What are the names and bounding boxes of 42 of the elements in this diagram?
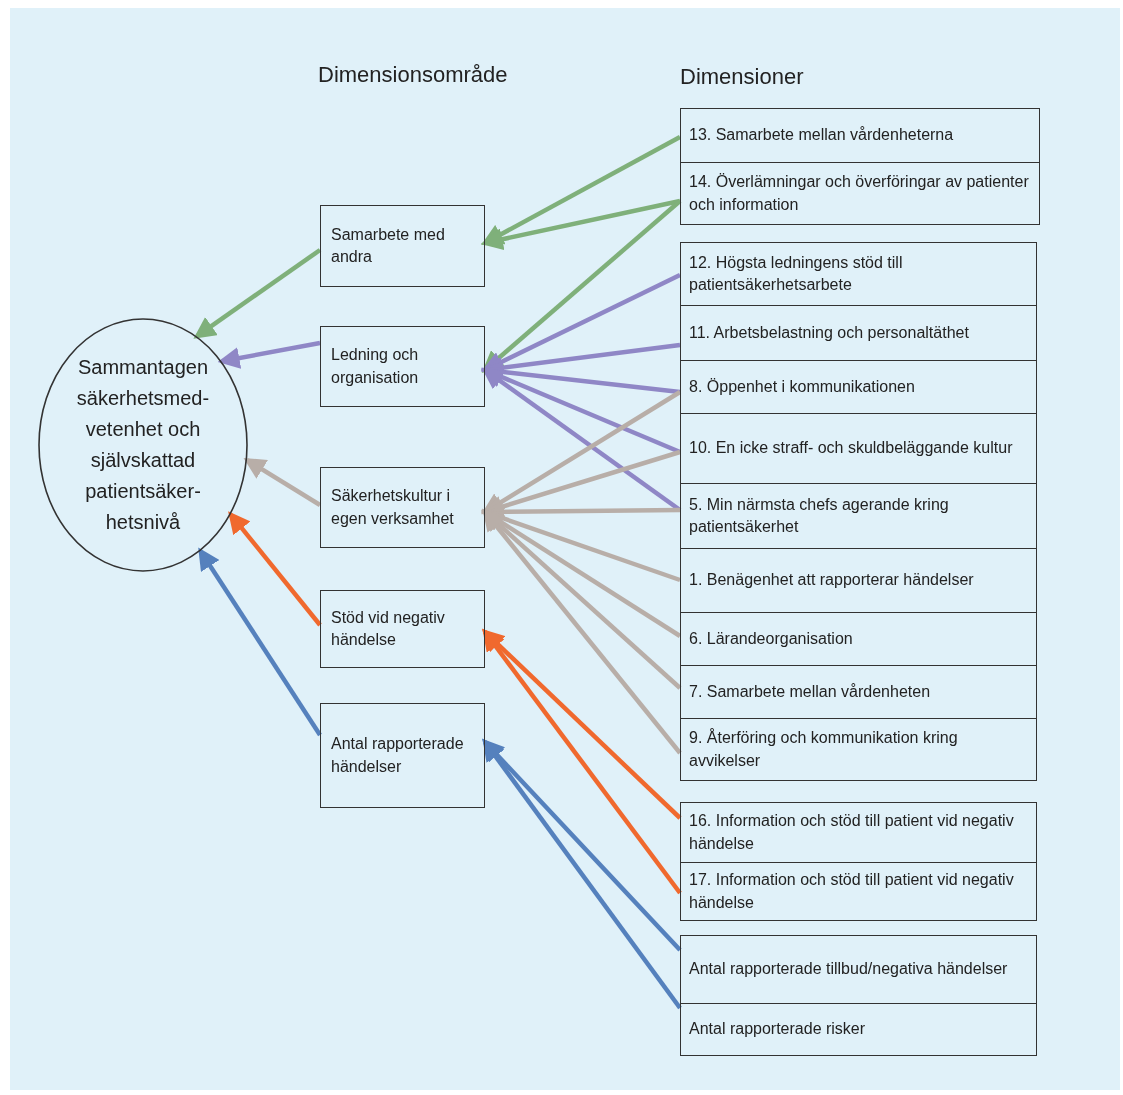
dimension-box: 12. Högsta ledningens stöd till patientsäkerhetsarbete	[680, 242, 1037, 306]
arrow	[482, 738, 682, 1010]
dimension-box: 7. Samarbete mellan vårdenheten	[680, 665, 1037, 719]
arrow	[482, 508, 682, 755]
arrow	[481, 509, 682, 690]
dimension-area-box: Säkerhetskultur i egen verksamhet	[320, 467, 485, 548]
arrow	[193, 248, 322, 339]
arrow	[481, 509, 682, 638]
dimension-box: 14. Överlämningar och överföringar av patienter och information	[680, 162, 1040, 225]
dimension-area-box: Stöd vid negativ händelse	[320, 590, 485, 668]
arrow	[480, 361, 681, 395]
dimension-box: 5. Min närmsta chefs agerande kring patientsäkerhet	[680, 483, 1037, 549]
dimension-area-box: Samarbete med andra	[320, 205, 485, 287]
arrow	[228, 511, 322, 627]
ellipse-node: Sammantagen säkerhetsmed-vetenhet och självskattad patientsäker-hetsnivå	[38, 318, 248, 572]
arrow	[480, 366, 681, 455]
column-heading: Dimensionsområde	[318, 62, 508, 88]
arrow	[481, 199, 682, 373]
dimension-box: 10. En icke straff- och skuldbeläggande kultur	[680, 413, 1037, 484]
arrow	[243, 457, 322, 507]
dimension-box: 8. Öppenhet i kommunikationen	[680, 360, 1037, 414]
dimension-box: 13. Samarbete mellan vårdenheterna	[680, 108, 1040, 163]
dimension-box: 9. Återföring och kommunikation kring avvikelser	[680, 718, 1037, 781]
arrow	[480, 507, 681, 583]
arrow	[481, 628, 682, 820]
column-heading: Dimensioner	[680, 64, 804, 90]
arrow	[481, 272, 681, 373]
dimension-box: Antal rapporterade tillbud/negativa händelser	[680, 935, 1037, 1004]
arrow	[217, 340, 321, 369]
dimension-box: 11. Arbetsbelastning och personaltäthet	[680, 305, 1037, 361]
dimension-area-box: Antal rapporterade händelser	[320, 703, 485, 808]
arrow	[482, 738, 682, 952]
dimension-box: 17. Information och stöd till patient vid negativ händelse	[680, 862, 1037, 921]
arrow	[481, 135, 682, 246]
dimension-box: Antal rapporterade risker	[680, 1003, 1037, 1056]
dimension-box: 6. Lärandeorganisation	[680, 612, 1037, 666]
arrow	[198, 547, 322, 737]
dimension-box: 1. Benägenhet att rapporterar händelser	[680, 548, 1037, 613]
dimension-box: 16. Information och stöd till patient vid negativ händelse	[680, 802, 1037, 863]
dimension-area-box: Ledning och organisation	[320, 326, 485, 407]
arrow	[480, 198, 681, 251]
arrow	[482, 628, 682, 895]
